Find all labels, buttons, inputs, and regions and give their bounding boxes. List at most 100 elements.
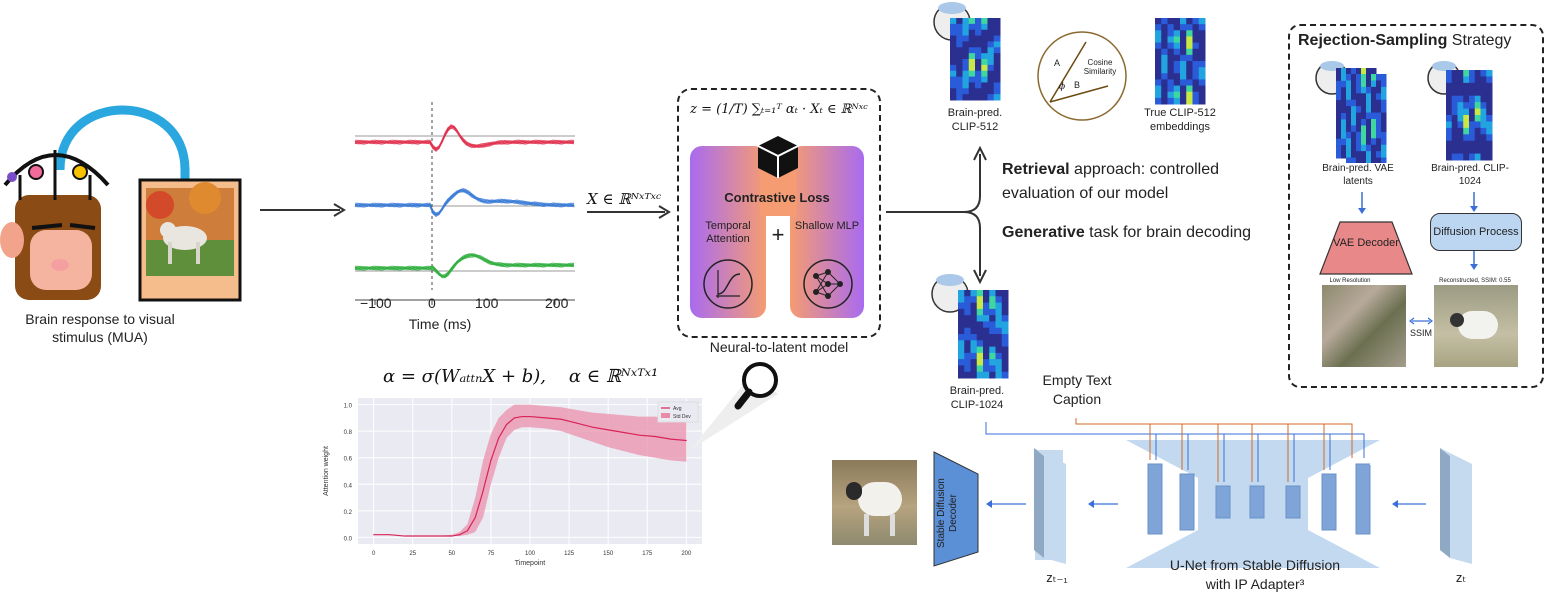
low-res-label: Low Resolution [1329,278,1371,284]
avg-point [670,438,672,440]
avg-point [521,416,523,418]
reconstructed-image [1434,285,1518,367]
unet-caption: U-Net from Stable Diffusion with IP Adap… [1169,557,1341,592]
true-clip-label: True CLIP-512 embeddings [1144,107,1216,133]
monkey-with-electrodes-icon [0,105,242,302]
output-image [832,460,917,545]
vae-latents-label: Brain-pred. VAE latents [1322,163,1394,187]
shallow-mlp-label: Shallow MLP [794,220,860,232]
avg-point [459,534,461,536]
avg-point [388,534,390,536]
avg-point [560,418,562,420]
avg-point [490,459,492,461]
x-tick-label: 0 [372,551,376,557]
x-tick-label: 200 [681,551,692,557]
y-tick-label: 0.8 [344,430,353,436]
cosine-label: Cosine Similarity [1083,58,1117,76]
arrow-to-model [587,205,671,219]
signal-tick: −100 [360,295,392,311]
unet-diagram [933,418,1426,568]
x-tick-label: 125 [564,551,575,557]
sigmoid-icon [703,259,753,309]
avg-point [435,535,437,537]
signal-x-ticks: −100 0 100 200 [350,295,580,315]
avg-point [607,429,609,431]
contrastive-loss-label: Contrastive Loss [724,190,830,205]
avg-point [373,534,375,536]
temporal-attention-block [690,146,766,318]
plus-sign: + [771,222,785,247]
avg-point [654,435,656,437]
signal-tick: 200 [545,295,569,311]
angle-label: ϕ [1059,82,1066,92]
cube-icon [757,136,799,178]
avg-point [420,535,422,537]
model-caption: Neural-to-latent model [709,339,849,355]
cosine-similarity-icon [1037,31,1127,121]
avg-line [373,415,687,537]
brain-pred-1024-heatmap [931,274,1009,379]
avg-point [545,417,547,419]
legend-std: Std Dev [673,414,691,420]
stimulus-caption: Brain response to visual stimulus (MUA) [25,311,175,345]
avg-point [506,424,508,426]
mua-signal-traces [354,102,575,305]
magnifier-icon [690,362,778,450]
pooling-formula: z = (1/T) ∑ₜ₌₁ᵀ αₜ · Xₜ ∈ ℝᴺˣᶜ [690,102,868,117]
frozen-snowflake-icon: ❄ [1368,452,1384,472]
vae-decoder-label: VAE Decoder [1333,237,1399,249]
arrow-to-signals [260,203,346,217]
avg-point [498,437,500,439]
z-t-latent-block [1440,448,1472,564]
generative-bold: Generative [1002,224,1085,241]
diffusion-process-label: Diffusion Process [1433,226,1519,238]
avg-point [466,530,468,532]
x-tick-label: 100 [525,551,536,557]
branch-arrows [886,145,987,285]
diffusion-process-block [1430,213,1522,251]
y-tick-label: 0.4 [344,483,353,489]
retrieval-bold: Retrieval [1002,161,1070,178]
avg-point [451,535,453,537]
brain-pred-512-heatmap [933,2,1001,101]
rejection-sampling-box [1288,24,1544,388]
input-tensor-label: X ∈ ℝᴺˣᵀˣᶜ [587,190,662,208]
signal-tick: 100 [475,295,499,311]
clip-1024-label: Brain-pred. CLIP-1024 [1431,163,1509,187]
rejection-title-rest: Strategy [1447,32,1512,49]
rejection-heatmaps [1315,61,1493,163]
chart-x-label: Timepoint [515,560,546,567]
low-res-image [1322,285,1406,367]
retrieval-rest: approach: controlled evaluation of our m… [1002,161,1220,202]
true-clip-heatmap [1155,18,1206,105]
avg-point [474,516,476,518]
legend-avg: Avg [673,406,682,412]
x-tick-label: 150 [603,551,614,557]
avg-point [576,422,578,424]
avg-point [529,416,531,418]
ssim-double-arrow-icon [1409,317,1433,325]
signal-tick: 0 [428,295,436,311]
y-tick-label: 1.0 [344,404,353,410]
y-tick-label: 0.2 [344,510,353,516]
temporal-attention-label: Temporal Attention [705,220,751,245]
rejection-title: Rejection-Sampling Strategy [1298,32,1511,50]
avg-point [685,439,687,441]
avg-point [404,535,406,537]
avg-point [592,426,594,428]
avg-point [638,434,640,436]
rejection-title-bold: Rejection-Sampling [1298,32,1448,49]
x-tick-label: 25 [409,551,416,557]
z-prev-latent-block [1034,448,1066,564]
reconstructed-label: Reconstructed, SSIM: 0.55 [1439,278,1511,284]
z-t-label: zₜ [1455,570,1467,585]
mlp-network-icon [803,259,853,309]
y-tick-label: 0.6 [344,457,353,463]
neural-to-latent-model [677,88,881,338]
avg-point [482,490,484,492]
retrieval-text: Retrieval approach: controlled evaluatio… [1002,158,1262,206]
z-prev-label: zₜ₋₁ [1046,570,1068,585]
avg-point [513,417,515,419]
std-dev-band [373,404,687,537]
